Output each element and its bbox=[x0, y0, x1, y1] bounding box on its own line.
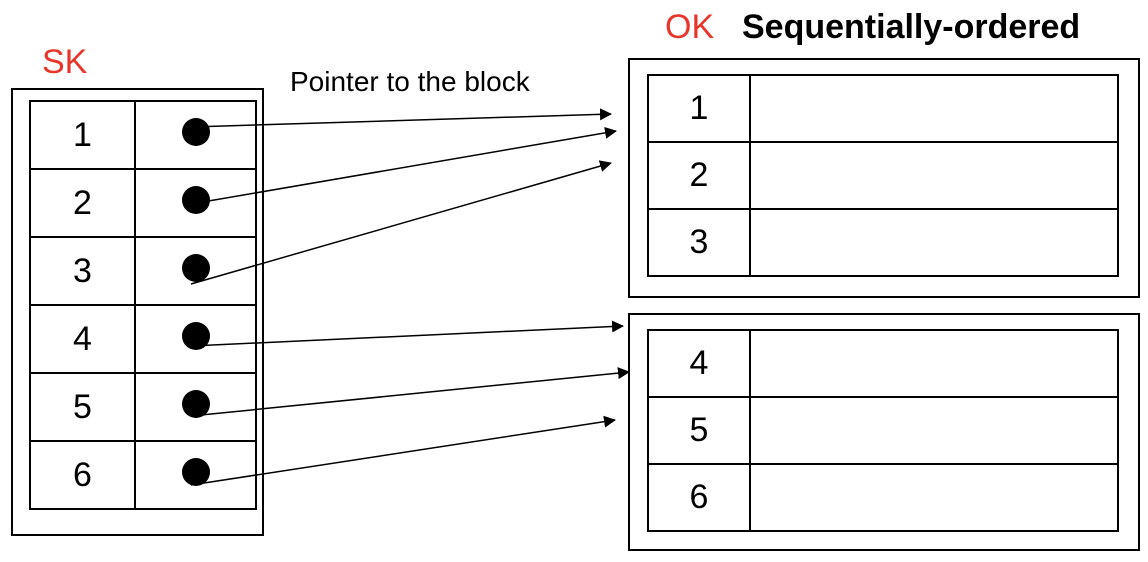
secondary-index-table: 1 2 3 4 5 6 bbox=[29, 100, 257, 510]
diagram-title: Sequentially-ordered bbox=[742, 8, 1081, 46]
index-key: 2 bbox=[29, 168, 136, 238]
record-key: 1 bbox=[647, 74, 751, 143]
record-key: 6 bbox=[647, 463, 751, 532]
pointer-arrow-4 bbox=[190, 320, 624, 347]
index-key: 5 bbox=[29, 372, 136, 442]
record-row: 5 bbox=[647, 396, 1119, 465]
record-key: 3 bbox=[647, 208, 751, 277]
record-key: 4 bbox=[647, 329, 751, 398]
record-body bbox=[749, 329, 1119, 398]
index-row: 5 bbox=[29, 372, 257, 442]
index-row: 2 bbox=[29, 168, 257, 238]
pointer-cell bbox=[134, 304, 257, 374]
index-key: 4 bbox=[29, 304, 136, 374]
pointer-dot-icon bbox=[181, 389, 210, 418]
index-row: 6 bbox=[29, 440, 257, 510]
record-key: 5 bbox=[647, 396, 751, 465]
pointer-label: Pointer to the block bbox=[290, 66, 530, 97]
record-row: 3 bbox=[647, 208, 1119, 277]
secondary-index-box: 1 2 3 4 5 6 bbox=[11, 88, 264, 536]
record-body bbox=[749, 141, 1119, 210]
block-table: 4 5 6 bbox=[647, 329, 1119, 532]
sk-label: SK bbox=[42, 43, 88, 81]
pointer-dot-icon bbox=[181, 117, 210, 146]
index-row: 4 bbox=[29, 304, 257, 374]
record-row: 2 bbox=[647, 141, 1119, 210]
record-row: 1 bbox=[647, 74, 1119, 143]
pointer-arrow-2 bbox=[190, 126, 617, 205]
record-row: 4 bbox=[647, 329, 1119, 398]
pointer-dot-icon bbox=[181, 253, 210, 282]
record-body bbox=[749, 74, 1119, 143]
pointer-arrow-6 bbox=[190, 415, 616, 486]
pointer-dot-icon bbox=[181, 185, 210, 214]
pointer-arrow-3 bbox=[190, 160, 612, 285]
record-body bbox=[749, 463, 1119, 532]
index-key: 6 bbox=[29, 440, 136, 510]
record-body bbox=[749, 396, 1119, 465]
data-block-1: 1 2 3 bbox=[628, 58, 1140, 298]
record-key: 2 bbox=[647, 141, 751, 210]
block-table: 1 2 3 bbox=[647, 74, 1119, 277]
pointer-dot-icon bbox=[181, 457, 210, 486]
pointer-cell bbox=[134, 168, 257, 238]
index-key: 1 bbox=[29, 100, 136, 170]
pointer-cell bbox=[134, 100, 257, 170]
pointer-arrow-1 bbox=[190, 108, 612, 128]
index-key: 3 bbox=[29, 236, 136, 306]
pointer-cell bbox=[134, 372, 257, 442]
record-body bbox=[749, 208, 1119, 277]
pointer-cell bbox=[134, 440, 257, 510]
data-block-2: 4 5 6 bbox=[628, 313, 1140, 551]
ok-label: OK bbox=[665, 8, 715, 46]
pointer-arrow-5 bbox=[190, 367, 630, 417]
record-row: 6 bbox=[647, 463, 1119, 532]
index-row: 3 bbox=[29, 236, 257, 306]
index-row: 1 bbox=[29, 100, 257, 170]
